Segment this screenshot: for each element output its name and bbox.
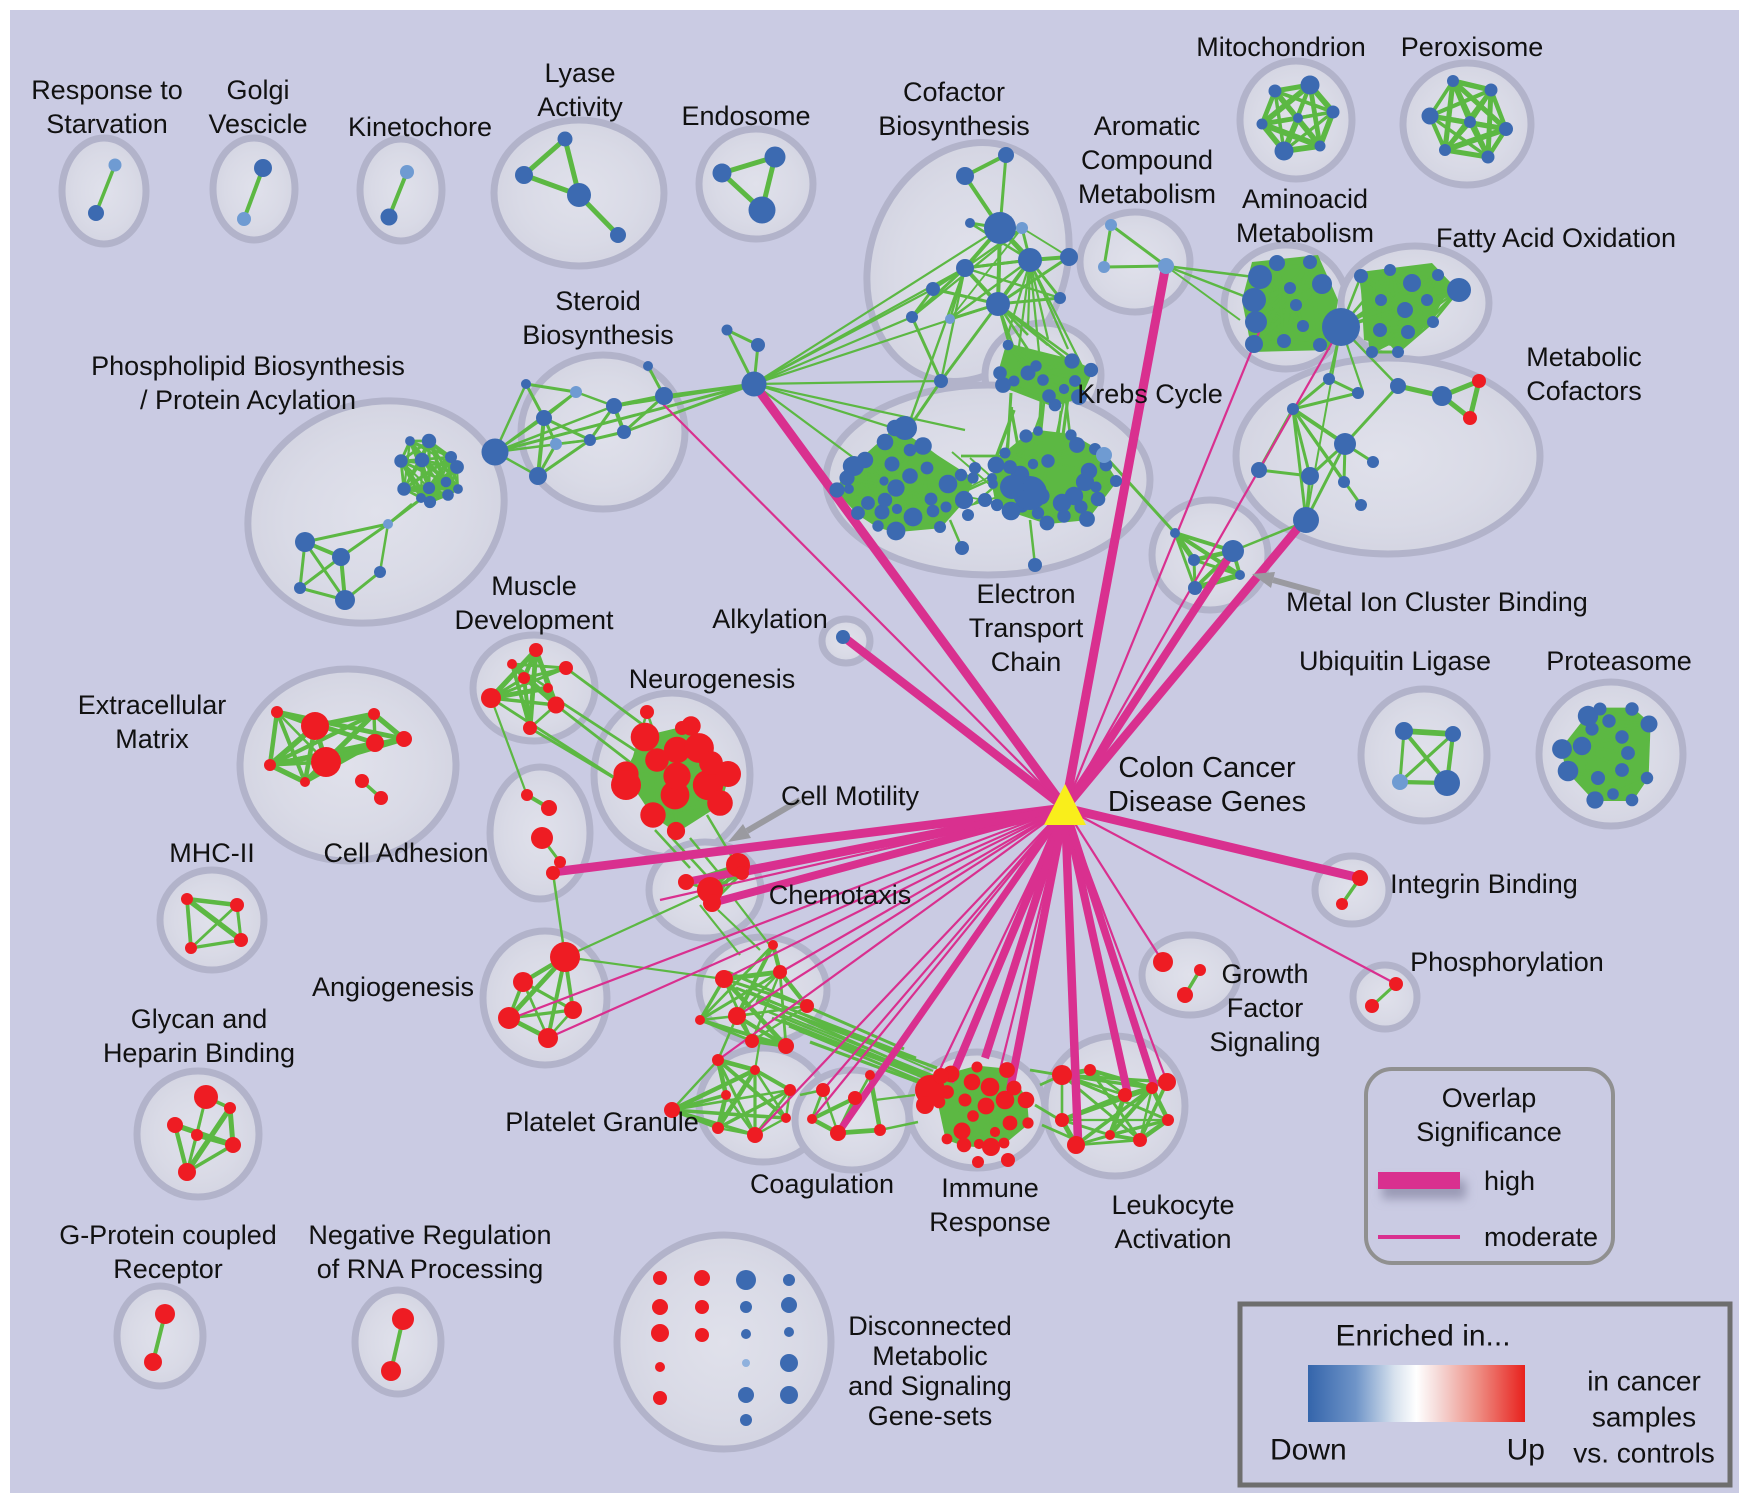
svg-text:Chain: Chain [991, 647, 1062, 677]
svg-text:Phospholipid Biosynthesis: Phospholipid Biosynthesis [91, 351, 405, 381]
svg-text:vs. controls: vs. controls [1573, 1438, 1715, 1469]
svg-text:Metabolic: Metabolic [1526, 342, 1642, 372]
svg-text:Metal Ion Cluster Binding: Metal Ion Cluster Binding [1286, 587, 1588, 617]
svg-text:Disconnected: Disconnected [848, 1311, 1012, 1341]
svg-text:Neurogenesis: Neurogenesis [629, 664, 796, 694]
svg-text:Response to: Response to [31, 75, 183, 105]
svg-text:Glycan and: Glycan and [131, 1004, 268, 1034]
svg-text:Development: Development [454, 605, 614, 635]
svg-text:Aminoacid: Aminoacid [1242, 184, 1368, 214]
svg-text:Down: Down [1270, 1434, 1347, 1467]
svg-text:Overlap: Overlap [1442, 1083, 1537, 1113]
svg-text:moderate: moderate [1484, 1222, 1598, 1252]
svg-text:Signaling: Signaling [1209, 1027, 1320, 1057]
svg-text:Extracellular: Extracellular [78, 690, 227, 720]
svg-text:Starvation: Starvation [46, 109, 168, 139]
svg-text:Ubiquitin Ligase: Ubiquitin Ligase [1299, 646, 1491, 676]
svg-text:Leukocyte: Leukocyte [1111, 1190, 1234, 1220]
svg-text:Metabolic: Metabolic [872, 1341, 988, 1371]
svg-text:Activity: Activity [537, 92, 623, 122]
svg-text:Biosynthesis: Biosynthesis [878, 111, 1030, 141]
svg-text:Colon Cancer: Colon Cancer [1118, 752, 1296, 784]
svg-text:Compound: Compound [1081, 145, 1213, 175]
svg-text:Heparin Binding: Heparin Binding [103, 1038, 295, 1068]
svg-text:Kinetochore: Kinetochore [348, 112, 492, 142]
svg-text:Significance: Significance [1416, 1117, 1562, 1147]
svg-text:Metabolism: Metabolism [1078, 179, 1216, 209]
svg-text:G-Protein coupled: G-Protein coupled [59, 1220, 277, 1250]
svg-text:Gene-sets: Gene-sets [868, 1401, 993, 1431]
svg-text:Factor: Factor [1227, 993, 1304, 1023]
svg-text:Muscle: Muscle [491, 571, 577, 601]
svg-text:Fatty Acid Oxidation: Fatty Acid Oxidation [1436, 223, 1676, 253]
svg-text:Proteasome: Proteasome [1546, 646, 1692, 676]
svg-text:Vescicle: Vescicle [208, 109, 307, 139]
svg-text:Chemotaxis: Chemotaxis [769, 880, 912, 910]
svg-text:Mitochondrion: Mitochondrion [1196, 32, 1366, 62]
svg-text:Integrin Binding: Integrin Binding [1390, 869, 1578, 899]
svg-text:MHC-II: MHC-II [169, 838, 254, 868]
svg-text:Enriched in...: Enriched in... [1335, 1320, 1510, 1353]
svg-text:Activation: Activation [1114, 1224, 1231, 1254]
svg-text:Transport: Transport [969, 613, 1084, 643]
svg-text:Peroxisome: Peroxisome [1401, 32, 1544, 62]
svg-text:Platelet Granule: Platelet Granule [505, 1107, 699, 1137]
svg-text:Biosynthesis: Biosynthesis [522, 320, 674, 350]
svg-text:Phosphorylation: Phosphorylation [1410, 947, 1604, 977]
svg-text:high: high [1484, 1166, 1535, 1196]
svg-text:Response: Response [929, 1207, 1051, 1237]
svg-text:Matrix: Matrix [115, 724, 189, 754]
svg-text:Coagulation: Coagulation [750, 1169, 894, 1199]
svg-text:Negative Regulation: Negative Regulation [308, 1220, 551, 1250]
svg-text:Cofactors: Cofactors [1526, 376, 1642, 406]
svg-text:of RNA Processing: of RNA Processing [317, 1254, 544, 1284]
svg-text:Alkylation: Alkylation [712, 604, 828, 634]
svg-text:samples: samples [1592, 1402, 1696, 1433]
svg-text:Krebs Cycle: Krebs Cycle [1077, 379, 1223, 409]
svg-text:Cell Motility: Cell Motility [781, 781, 920, 811]
svg-text:Aromatic: Aromatic [1094, 111, 1201, 141]
svg-text:Disease Genes: Disease Genes [1108, 786, 1306, 818]
svg-text:/ Protein Acylation: / Protein Acylation [140, 385, 356, 415]
svg-text:Lyase: Lyase [544, 58, 615, 88]
svg-text:Metabolism: Metabolism [1236, 218, 1374, 248]
svg-text:Receptor: Receptor [113, 1254, 223, 1284]
svg-text:Angiogenesis: Angiogenesis [312, 972, 474, 1002]
svg-text:Steroid: Steroid [555, 286, 641, 316]
svg-text:Cofactor: Cofactor [903, 77, 1005, 107]
svg-text:Cell Adhesion: Cell Adhesion [323, 838, 488, 868]
svg-text:Up: Up [1507, 1434, 1545, 1467]
svg-text:in cancer: in cancer [1587, 1366, 1701, 1397]
svg-text:Immune: Immune [941, 1173, 1039, 1203]
svg-text:Endosome: Endosome [681, 101, 810, 131]
svg-text:Growth: Growth [1221, 959, 1308, 989]
svg-text:Electron: Electron [976, 579, 1075, 609]
svg-text:Golgi: Golgi [226, 75, 289, 105]
svg-text:and Signaling: and Signaling [848, 1371, 1012, 1401]
